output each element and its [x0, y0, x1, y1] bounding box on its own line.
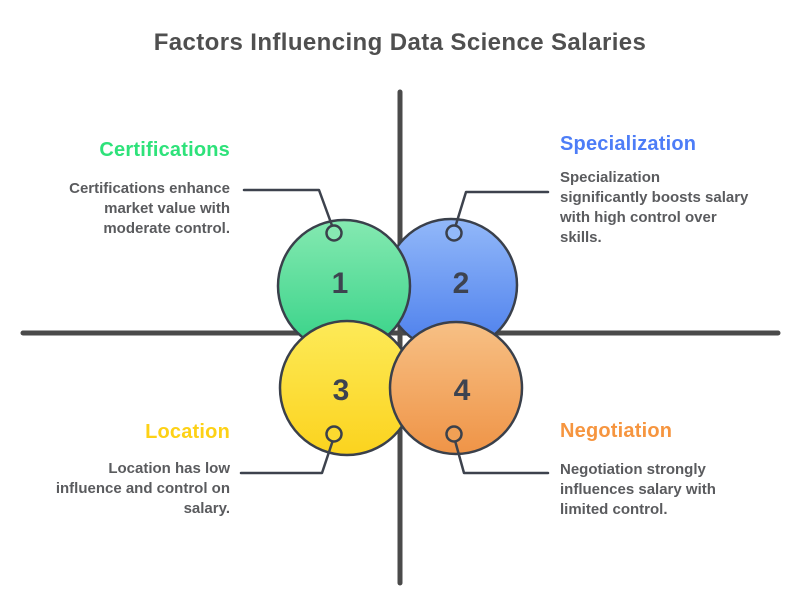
anchor-dot-location [325, 425, 343, 443]
factor-label-location: Location [145, 421, 230, 443]
connector-certifications [242, 188, 336, 233]
page-title: Factors Influencing Data Science Salarie… [153, 29, 647, 56]
factor-description-negotiation: Negotiation strongly influences salary w… [560, 461, 716, 518]
connector-location [239, 435, 336, 475]
factor-label-negotiation: Negotiation [560, 420, 673, 442]
circle-negotiation [388, 320, 524, 456]
anchor-dot-certifications [325, 224, 343, 242]
anchor-dot-negotiation [445, 425, 463, 443]
circle-number-4: 4 [454, 374, 471, 407]
circle-number-2: 2 [453, 267, 470, 300]
anchor-dot-specialization [445, 224, 463, 242]
circle-number-3: 3 [333, 374, 350, 407]
factor-label-certifications: Certifications [99, 139, 230, 161]
factor-description-specialization: Specialization significantly boosts sala… [560, 169, 749, 246]
factor-description-location: Location has low influence and control o… [55, 460, 230, 517]
connector-negotiation [452, 435, 550, 475]
factor-description-certifications: Certifications enhance market value with… [69, 180, 230, 237]
connector-specialization [452, 190, 550, 233]
factor-label-specialization: Specialization [560, 133, 697, 155]
circle-number-1: 1 [332, 267, 349, 300]
